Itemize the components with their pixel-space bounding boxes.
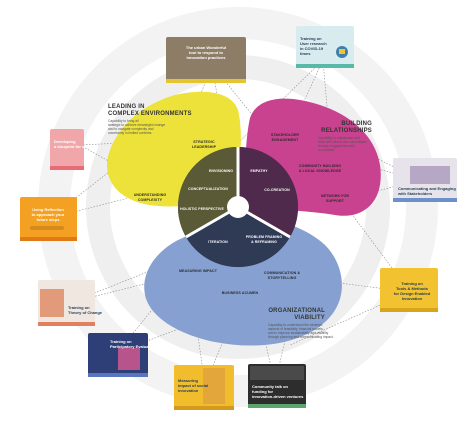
svg-text:User research: User research (300, 41, 327, 46)
viability-title-2: VIABILITY (294, 315, 325, 321)
viability-desc-2: aspects of feasibility, financial models (268, 327, 323, 331)
core-problem-framing-2: & REFRAMING (251, 240, 277, 244)
label-communication-2: STORYTELLING (268, 276, 297, 280)
card-user-research[interactable]: Training on User research in COVID-19 ti… (296, 26, 354, 68)
relationships-title-1: BUILDING (341, 121, 372, 127)
relationships-desc-2: work with others who can sustain (318, 140, 367, 144)
label-communication-1: COMMUNICATION & (264, 271, 300, 275)
card-reflection[interactable]: Using Reflection to approach your future… (20, 197, 77, 241)
svg-text:in COVID-19: in COVID-19 (300, 46, 324, 51)
svg-text:for Design Enabled: for Design Enabled (394, 291, 431, 296)
core-problem-framing-1: PROBLEM FRAMING (246, 235, 282, 239)
svg-text:a blueprint for scaling: a blueprint for scaling (54, 144, 96, 149)
leading-desc-4: uncertainty in limited contexts. (108, 131, 152, 135)
svg-text:Tools & Methods: Tools & Methods (396, 286, 429, 291)
svg-text:Participatory Evaluation: Participatory Evaluation (110, 344, 156, 349)
card-theory-of-change[interactable]: Training on Theory of Change (38, 280, 103, 326)
label-stakeholder-engagement-2: ENGAGEMENT (272, 138, 299, 142)
svg-text:to approach your: to approach your (32, 212, 65, 217)
label-strategic-leadership-2: LEADERSHIP (192, 145, 217, 149)
svg-text:funding for: funding for (252, 389, 274, 394)
viability-desc-3: and to improve sustainability and visibi… (268, 331, 329, 335)
leading-desc-2: strategic to achieve meaningful change (108, 123, 165, 127)
core-circle (177, 146, 299, 268)
svg-text:Using Reflection: Using Reflection (32, 207, 64, 212)
label-business-acumen: BUSINESS ACUMEN (222, 291, 259, 295)
label-community-building-1: COMMUNITY BUILDING (299, 164, 341, 168)
core-holistic-perspective: HOLISTIC PERSPECTIVE (180, 207, 224, 211)
svg-text:times: times (300, 51, 311, 56)
relationships-title-2: RELATIONSHIPS (321, 128, 372, 134)
card-urban-tool[interactable]: The urban Wonderful tool to respond to i… (166, 37, 246, 83)
label-strategic-leadership-1: STRATEGIC (193, 140, 215, 144)
svg-text:tool to respond to: tool to respond to (189, 50, 224, 55)
card-participatory[interactable]: Training on Participatory Evaluation (88, 333, 156, 377)
card-blueprint[interactable]: Developing a blueprint for scaling (50, 129, 96, 170)
svg-text:The urban Wonderful: The urban Wonderful (186, 45, 226, 50)
svg-text:Training on: Training on (300, 36, 322, 41)
leading-title-2: COMPLEX ENVIRONMENTS (108, 111, 192, 117)
svg-text:with Stakeholders: with Stakeholders (397, 191, 433, 196)
core-iteration: ITERATION (208, 240, 228, 244)
leading-desc-1: Capability to bring all (108, 119, 139, 123)
svg-text:Theory of Change: Theory of Change (68, 310, 103, 315)
svg-text:Measuring: Measuring (178, 378, 199, 383)
label-measuring-impact: MEASURING IMPACT (179, 269, 218, 273)
svg-text:Developing: Developing (54, 139, 76, 144)
svg-text:Communicating and Engaging: Communicating and Engaging (398, 186, 456, 191)
svg-text:Training on: Training on (110, 339, 132, 344)
label-understanding-complexity-2: COMPLEXITY (138, 198, 163, 202)
relationships-desc-1: Capability to collaborate and (318, 136, 360, 140)
label-community-building-2: & LOCAL KNOWLEDGE (299, 169, 342, 173)
card-community-talk[interactable]: Community talk on funding for innovation… (248, 364, 306, 408)
card-communicating[interactable]: Communicating and Engaging with Stakehol… (393, 158, 457, 202)
svg-text:future steps: future steps (37, 217, 61, 222)
svg-text:Training on: Training on (401, 281, 423, 286)
svg-text:Community talk on: Community talk on (252, 384, 289, 389)
viability-desc-4: through planning and communicating impac… (268, 335, 334, 339)
svg-text:innovation practices: innovation practices (187, 55, 227, 60)
svg-text:impact of social: impact of social (178, 383, 208, 388)
svg-text:Training on: Training on (68, 305, 90, 310)
leading-desc-3: and to navigate complexity and (108, 127, 154, 131)
label-stakeholder-engagement-1: STAKEHOLDER (271, 133, 299, 137)
core-co-creation: CO-CREATION (264, 188, 290, 192)
label-network-support-2: SUPPORT (326, 199, 345, 203)
svg-text:innovation: innovation (178, 388, 199, 393)
label-understanding-complexity-1: UNDERSTANDING (134, 193, 167, 197)
card-measuring-impact[interactable]: Measuring impact of social innovation (174, 365, 234, 410)
viability-desc-1: Capability to understand the strategic (268, 323, 323, 327)
label-network-support-1: NETWORK FOR (321, 194, 350, 198)
core-envisioning: ENVISIONING (209, 169, 233, 173)
card-tools-methods[interactable]: Training on Tools & Methods for Design E… (380, 268, 438, 312)
core-conceptualization: CONCEPTUALIZATION (188, 187, 228, 191)
viability-title-1: ORGANIZATIONAL (268, 308, 325, 314)
svg-text:Innovation: Innovation (402, 296, 423, 301)
svg-text:innovation-driven ventures: innovation-driven ventures (252, 394, 304, 399)
leading-title-1: LEADING IN (108, 104, 145, 110)
core-empathy: EMPATHY (250, 169, 268, 173)
relationships-desc-4: co-creation. (318, 148, 335, 152)
core-hub (227, 196, 249, 218)
relationships-desc-3: through engagement and (318, 144, 355, 148)
